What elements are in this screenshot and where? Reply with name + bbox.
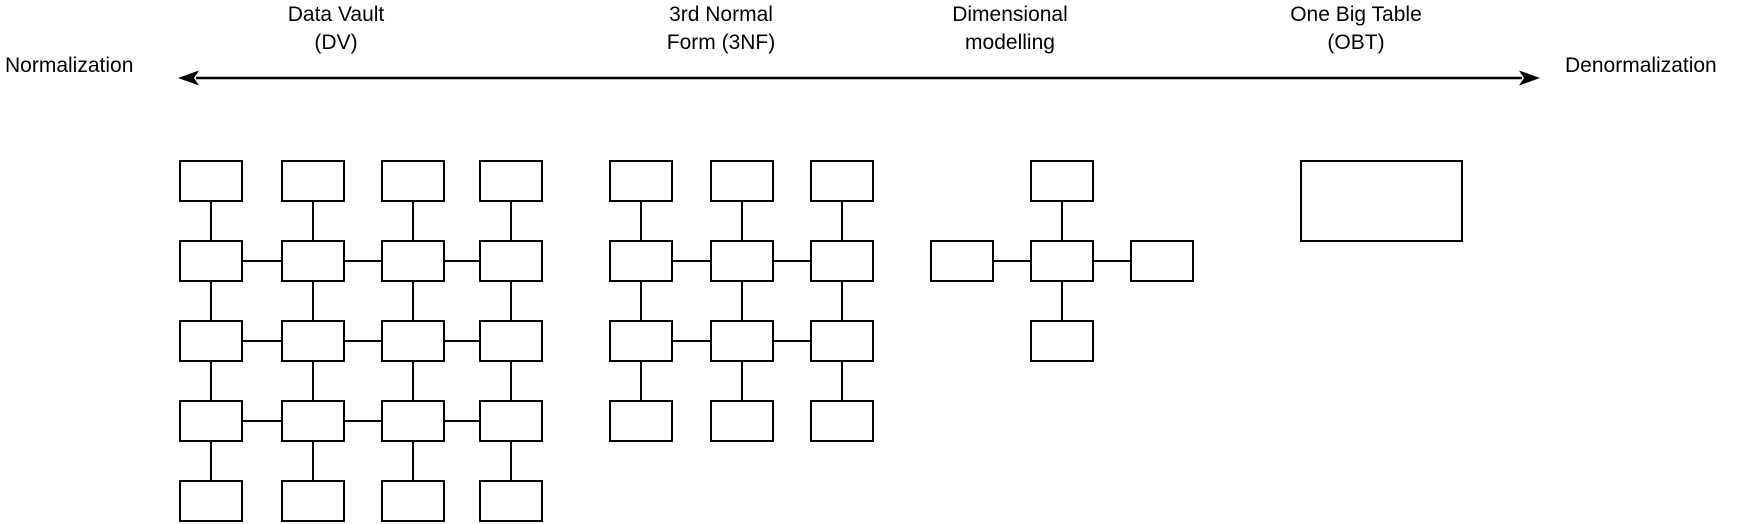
table-box xyxy=(1300,160,1463,242)
table-box xyxy=(810,160,874,202)
table-box xyxy=(479,160,543,202)
arrowhead-left-icon xyxy=(178,70,199,86)
table-box xyxy=(810,320,874,362)
table-box xyxy=(810,240,874,282)
table-box xyxy=(930,240,994,282)
table-box xyxy=(609,160,673,202)
label-dimensional-line2: modelling xyxy=(965,31,1055,54)
table-box xyxy=(281,480,345,522)
label-data-vault-line1: Data Vault xyxy=(287,3,385,26)
data-vault-diagram xyxy=(179,160,543,522)
normalization-axis-arrow xyxy=(178,70,1540,86)
table-box xyxy=(609,320,673,362)
label-3nf-line2: Form (3NF) xyxy=(666,31,776,54)
table-box xyxy=(710,400,774,442)
table-box xyxy=(609,400,673,442)
label-obt-line1: One Big Table xyxy=(1290,3,1422,26)
table-box xyxy=(1030,240,1094,282)
table-box xyxy=(479,240,543,282)
table-box xyxy=(281,160,345,202)
arrowhead-right-icon xyxy=(1519,70,1540,86)
label-3nf-line1: 3rd Normal xyxy=(669,3,773,26)
table-box xyxy=(179,400,243,442)
table-box xyxy=(281,240,345,282)
label-obt-line2: (OBT) xyxy=(1327,31,1385,54)
table-box xyxy=(381,240,445,282)
axis-right-label: Denormalization xyxy=(1565,54,1717,77)
table-box xyxy=(179,480,243,522)
table-box xyxy=(810,400,874,442)
table-box xyxy=(609,240,673,282)
label-3nf: 3rd Normal Form (3NF) xyxy=(667,1,776,57)
table-box xyxy=(381,320,445,362)
table-box xyxy=(281,400,345,442)
table-box xyxy=(479,480,543,522)
table-box xyxy=(179,240,243,282)
one-big-table-diagram xyxy=(1300,160,1463,242)
table-box xyxy=(381,480,445,522)
table-box xyxy=(179,320,243,362)
table-box xyxy=(381,400,445,442)
table-box xyxy=(479,400,543,442)
dimensional-modelling-diagram xyxy=(930,160,1194,362)
label-obt: One Big Table (OBT) xyxy=(1290,1,1422,57)
table-box xyxy=(710,240,774,282)
table-box xyxy=(710,160,774,202)
label-data-vault: Data Vault (DV) xyxy=(288,1,385,57)
table-box xyxy=(1030,160,1094,202)
table-box xyxy=(381,160,445,202)
third-normal-form-diagram xyxy=(609,160,874,442)
axis-left-label: Normalization xyxy=(5,54,134,77)
table-box xyxy=(179,160,243,202)
table-box xyxy=(479,320,543,362)
table-box xyxy=(710,320,774,362)
label-dimensional-line1: Dimensional xyxy=(952,3,1068,26)
label-dimensional: Dimensional modelling xyxy=(952,1,1068,57)
table-box xyxy=(1130,240,1194,282)
table-box xyxy=(281,320,345,362)
label-data-vault-line2: (DV) xyxy=(314,31,358,54)
table-box xyxy=(1030,320,1094,362)
